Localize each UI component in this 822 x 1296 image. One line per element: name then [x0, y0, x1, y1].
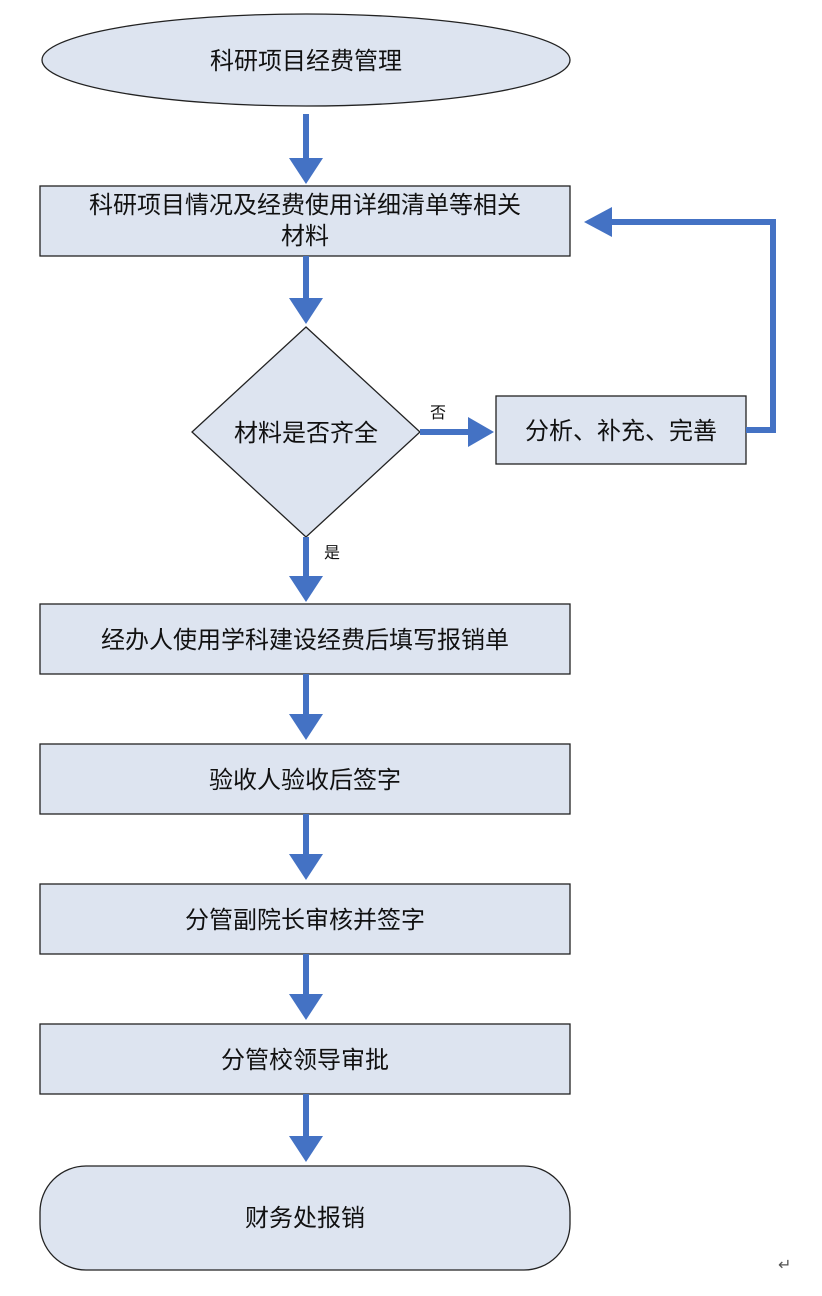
- start-node-label: 科研项目经费管理: [210, 47, 402, 75]
- materials-node-label-line2: 材料: [281, 222, 329, 250]
- arrow-decision-to-supplement: [420, 417, 494, 447]
- acceptance-node-label: 验收人验收后签字: [209, 766, 401, 794]
- return-mark-icon: ↵: [778, 1255, 791, 1274]
- arrow-reimburse-form-to-acceptance: [289, 674, 323, 740]
- no-branch-label: 否: [430, 403, 446, 422]
- reimburse-form-node-label: 经办人使用学科建设经费后填写报销单: [101, 626, 509, 654]
- decision-node-label: 材料是否齐全: [234, 419, 378, 447]
- acceptance-node: 验收人验收后签字: [39, 743, 571, 815]
- arrow-start-to-materials: [289, 114, 323, 184]
- finance-node: 财务处报销: [39, 1165, 571, 1271]
- reimburse-form-node: 经办人使用学科建设经费后填写报销单: [39, 603, 571, 675]
- finance-node-label: 财务处报销: [245, 1204, 365, 1232]
- decision-node: 材料是否齐全: [191, 326, 421, 538]
- leader-approval-node-label: 分管校领导审批: [221, 1046, 389, 1074]
- vp-review-node: 分管副院长审核并签字: [39, 883, 571, 955]
- arrow-materials-to-decision: [289, 256, 323, 324]
- arrow-vp-review-to-leader-approval: [289, 954, 323, 1020]
- materials-node: 科研项目情况及经费使用详细清单等相关 材料: [39, 185, 571, 257]
- supplement-node-label: 分析、补充、完善: [525, 417, 717, 445]
- yes-branch-label: 是: [324, 543, 340, 562]
- materials-node-label-line1: 科研项目情况及经费使用详细清单等相关: [89, 191, 521, 219]
- arrow-leader-approval-to-finance: [289, 1094, 323, 1162]
- start-node: 科研项目经费管理: [41, 13, 571, 107]
- supplement-node: 分析、补充、完善: [495, 395, 747, 465]
- leader-approval-node: 分管校领导审批: [39, 1023, 571, 1095]
- arrow-supplement-to-materials: [584, 207, 776, 433]
- arrow-decision-to-reimburse-form: [289, 537, 323, 602]
- arrow-acceptance-to-vp-review: [289, 814, 323, 880]
- vp-review-node-label: 分管副院长审核并签字: [185, 906, 425, 934]
